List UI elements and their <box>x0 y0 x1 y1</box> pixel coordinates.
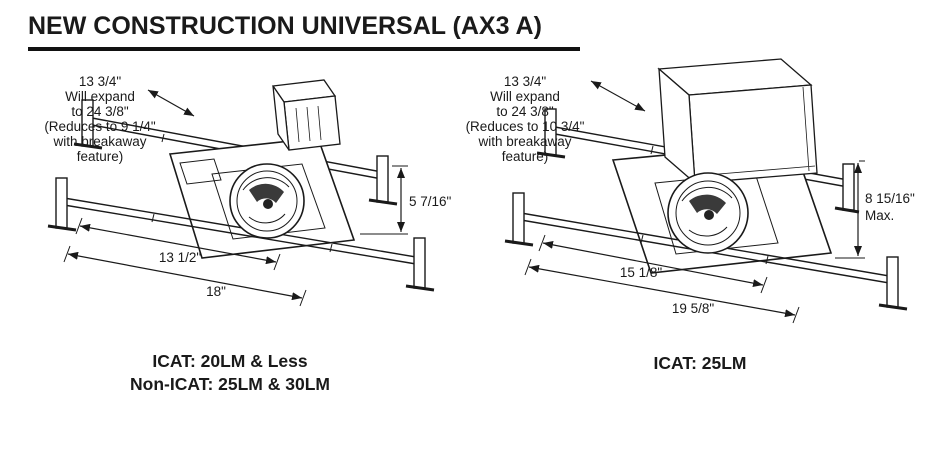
note-line: feature) <box>76 149 124 164</box>
note-line: (Reduces to 9 1/4" <box>44 119 156 134</box>
housing-box <box>657 58 818 185</box>
note-line: to 24 3/8" <box>71 104 129 119</box>
mounting-bracket-front-right <box>405 237 435 292</box>
title-underline <box>28 47 580 51</box>
note-line: feature) <box>501 149 549 164</box>
mounting-bracket-front-left <box>504 192 534 247</box>
expansion-arrow <box>147 89 195 117</box>
left-figure-caption: ICAT: 20LM & Less Non-ICAT: 25LM & 30LM <box>30 350 430 396</box>
dim-inner-width-label: 15 1/8" <box>620 265 663 280</box>
caption-line: ICAT: 20LM & Less <box>152 351 308 371</box>
right-housing-drawing: 8 15/16" Max. 15 1/8" 19 5/8" <box>504 58 915 324</box>
can-opening <box>229 163 305 239</box>
right-figure-caption: ICAT: 25LM <box>550 352 850 375</box>
left-housing-drawing: 5 7/16" 13 1/2" 18" <box>47 79 452 307</box>
caption-line: Non-ICAT: 25LM & 30LM <box>130 374 330 394</box>
mounting-bracket-back-right <box>834 163 860 214</box>
dim-height-label: 8 15/16" <box>865 191 915 206</box>
junction-box <box>271 79 341 151</box>
mounting-bracket-back-right <box>368 155 398 206</box>
dim-width-lines <box>524 234 800 324</box>
mounting-bracket-front-left <box>47 177 77 232</box>
left-expansion-note: 13 3/4" Will expand to 24 3/8" (Reduces … <box>35 74 165 164</box>
mounting-bracket-back-left <box>536 108 566 159</box>
dim-width-lines <box>63 217 307 307</box>
dim-height-label: 5 7/16" <box>409 194 452 209</box>
note-line: (Reduces to 10 3/4" <box>465 119 585 134</box>
right-expansion-note: 13 3/4" Will expand to 24 3/8" (Reduces … <box>450 74 600 164</box>
dim-inner-width-label: 13 1/2" <box>159 250 202 265</box>
mounting-bracket-front-right <box>878 256 908 311</box>
dim-height-lines <box>835 160 865 259</box>
note-line: Will expand <box>490 89 560 104</box>
note-line: Will expand <box>65 89 135 104</box>
note-line: to 24 3/8" <box>496 104 554 119</box>
dim-outer-width-label: 18" <box>206 284 226 299</box>
expansion-arrow <box>590 80 646 112</box>
note-line: with breakaway <box>53 134 147 149</box>
dim-height-lines <box>360 165 408 235</box>
note-line: 13 3/4" <box>78 74 122 89</box>
note-line: with breakaway <box>478 134 572 149</box>
page-title: NEW CONSTRUCTION UNIVERSAL (AX3 A) <box>28 12 542 40</box>
mounting-bracket-back-left <box>73 99 103 150</box>
can-opening <box>667 172 749 254</box>
dim-height-max-label: Max. <box>865 208 894 223</box>
dim-outer-width-label: 19 5/8" <box>672 301 715 316</box>
note-line: 13 3/4" <box>503 74 547 89</box>
caption-line: ICAT: 25LM <box>653 353 747 373</box>
